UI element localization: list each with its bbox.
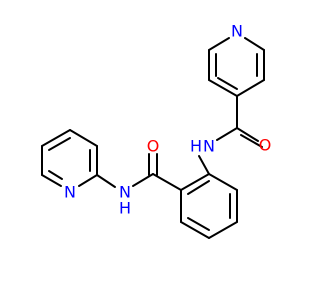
molecule-diagram: N N H O O N H N: [41, 21, 272, 239]
atom-label-n: N: [231, 22, 243, 41]
bond: [180, 221, 210, 239]
bond: [216, 127, 238, 141]
bond: [217, 77, 238, 90]
bond: [41, 129, 71, 147]
bond: [187, 217, 210, 231]
bond: [236, 127, 259, 142]
bond: [180, 173, 210, 191]
atom-label-h: H: [190, 137, 202, 156]
bond: [41, 174, 62, 187]
structure-svg: N N H O O N H N: [41, 21, 272, 239]
bond: [187, 180, 210, 195]
atom-label-o: O: [259, 136, 272, 155]
atom-label-h: H: [119, 199, 131, 218]
atom-label-n: N: [64, 183, 76, 202]
atom-label-n: N: [203, 137, 215, 156]
bond: [208, 37, 230, 51]
bond: [240, 134, 263, 148]
bond: [152, 173, 182, 191]
bond: [48, 170, 63, 180]
atom-label-n: N: [119, 183, 131, 202]
bond: [48, 137, 71, 151]
bond: [132, 173, 154, 187]
amide-left: [96, 153, 182, 191]
bond: [236, 79, 265, 97]
bond: [208, 79, 238, 97]
bond: [69, 129, 98, 147]
bond: [96, 174, 116, 188]
bond: [208, 173, 238, 191]
atom-label-o: O: [147, 137, 160, 156]
amide-right: [198, 95, 263, 175]
bond: [244, 37, 265, 51]
bond: [208, 221, 238, 239]
bond: [198, 155, 210, 175]
benzene-ring: [180, 173, 238, 239]
pyridine-ring-left: [41, 129, 98, 187]
pyridine-ring-top: [208, 37, 265, 97]
bond: [78, 174, 98, 187]
